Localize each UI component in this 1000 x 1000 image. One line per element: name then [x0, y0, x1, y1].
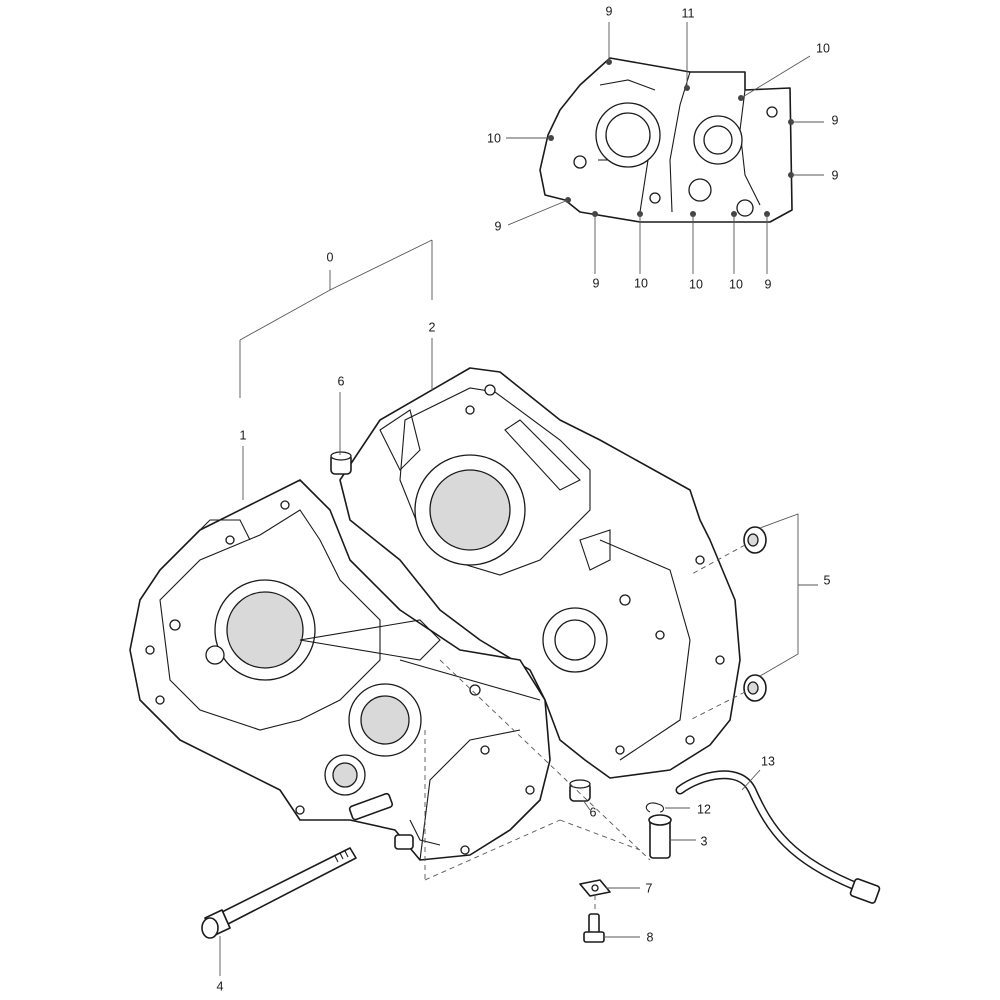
callout-6-upper: 6: [338, 374, 345, 388]
detail-callout-10-bottom-2: 10: [689, 277, 703, 291]
callout-6-lower: 6: [590, 805, 597, 819]
callout-3: 3: [701, 834, 708, 848]
detail-callout-9-top: 9: [606, 4, 613, 18]
breather-hose: [675, 770, 881, 904]
callout-7: 7: [646, 881, 653, 895]
callout-0: 0: [327, 250, 334, 264]
detail-callout-10-bottom-1: 10: [634, 276, 648, 290]
callout-12: 12: [697, 802, 711, 816]
detail-callout-9-right-upper: 9: [832, 113, 839, 127]
crankcase-left-half: [129, 479, 551, 861]
callout-5: 5: [824, 573, 831, 587]
hose-clip: [645, 802, 665, 813]
detail-callout-9-bottom-2: 9: [765, 277, 772, 291]
detail-callout-9-bottom-1: 9: [593, 276, 600, 290]
small-bolt: [583, 913, 605, 943]
detail-callout-10-top-right: 10: [816, 41, 830, 55]
detail-callout-9-right-lower: 9: [832, 168, 839, 182]
plug-nut-upper: [743, 526, 767, 554]
callout-4: 4: [217, 979, 224, 993]
detail-callout-10-bottom-3: 10: [729, 277, 743, 291]
plug-nut-lower: [743, 674, 767, 702]
callout-1: 1: [240, 428, 247, 442]
crankcase-right-half: [339, 367, 741, 779]
dowel-pin-upper: [330, 451, 352, 475]
long-bolt: [201, 847, 357, 939]
detail-callout-11-top: 11: [682, 6, 695, 20]
callout-13: 13: [761, 754, 775, 768]
bracket-plate: [579, 879, 611, 897]
detail-callout-10-left: 10: [487, 131, 501, 145]
dowel-pin-lower: [569, 779, 591, 802]
detail-leader-lines: [506, 22, 824, 274]
callout-2: 2: [429, 320, 436, 334]
detail-callout-9-left: 9: [495, 219, 502, 233]
assembly-leader-lines: [219, 239, 818, 976]
callout-8: 8: [647, 930, 654, 944]
fitting-sleeve: [648, 814, 672, 859]
crankcase-detail-view: [539, 57, 794, 223]
